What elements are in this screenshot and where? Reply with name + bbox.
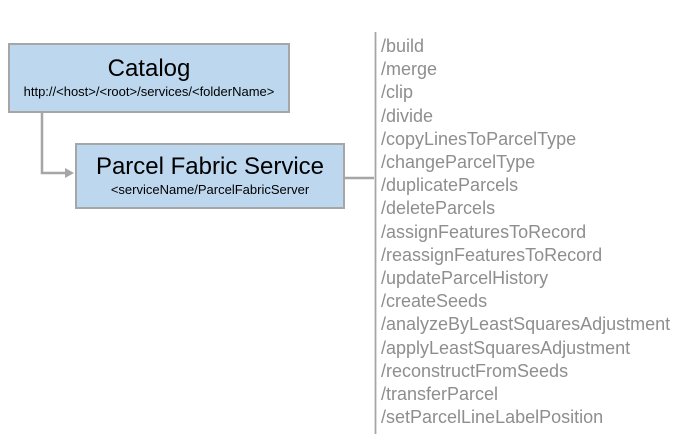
endpoint-item: /setParcelLineLabelPosition: [381, 407, 604, 428]
parcel-fabric-service-title: Parcel Fabric Service: [95, 153, 325, 180]
catalog-title: Catalog: [107, 55, 191, 82]
endpoint-item: /divide: [381, 105, 434, 126]
arrow-head-icon: [65, 168, 74, 178]
endpoint-item: /transferParcel: [381, 384, 499, 405]
endpoint-item: /reassignFeaturesToRecord: [381, 244, 603, 265]
endpoint-item: /createSeeds: [381, 291, 488, 312]
endpoint-item: /deleteParcels: [381, 198, 496, 219]
endpoint-list: /build/merge/clip/divide/copyLinesToParc…: [381, 35, 690, 429]
endpoint-item: /applyLeastSquaresAdjustment: [381, 337, 631, 358]
endpoint-item: /build: [381, 36, 425, 56]
endpoint-item: /duplicateParcels: [381, 175, 519, 196]
endpoint-item: /copyLinesToParcelType: [381, 128, 577, 149]
endpoint-item: /merge: [381, 59, 438, 80]
endpoint-item: /clip: [381, 82, 414, 103]
catalog-subtitle: http://<host>/<root>/services/<folderNam…: [23, 84, 275, 100]
endpoint-item: /assignFeaturesToRecord: [381, 221, 587, 242]
endpoint-item: /changeParcelType: [381, 152, 536, 173]
endpoint-item: /reconstructFromSeeds: [381, 360, 569, 381]
parcel-fabric-service-node: Parcel Fabric Service <serviceName/Parce…: [75, 143, 345, 209]
catalog-to-service-connector: [40, 112, 66, 175]
endpoint-item: /updateParcelHistory: [381, 268, 549, 289]
parcel-fabric-service-subtitle: <serviceName/ParcelFabricServer: [110, 182, 310, 198]
catalog-node: Catalog http://<host>/<root>/services/<f…: [8, 43, 290, 113]
endpoint-item: /analyzeByLeastSquaresAdjustment: [381, 314, 671, 335]
